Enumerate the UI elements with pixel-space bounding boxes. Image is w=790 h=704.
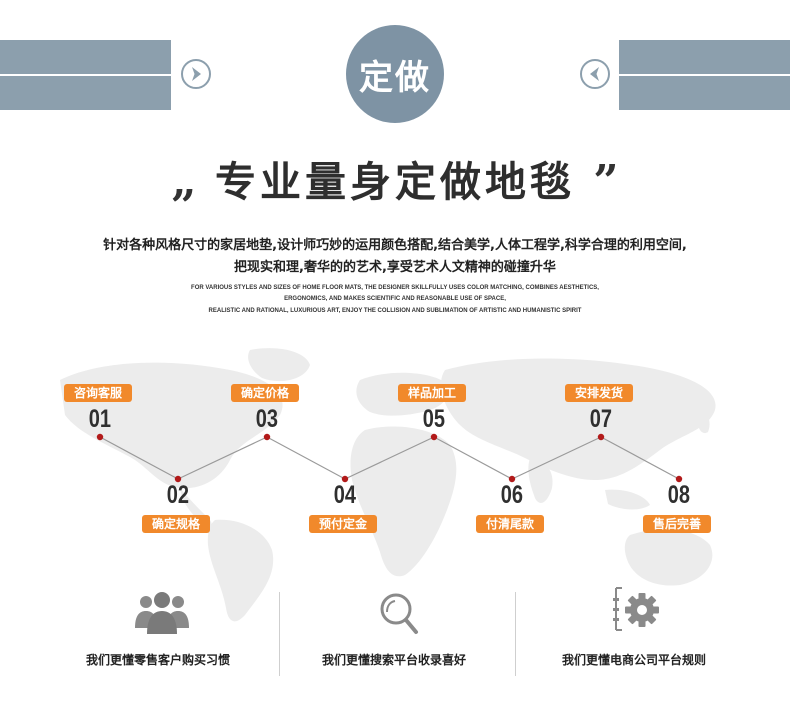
step-5-label: 样品加工 <box>398 384 467 402</box>
process-nodes <box>96 433 683 483</box>
gear-icon <box>613 587 659 631</box>
page-title: „ 专业量身定做地毯 ” <box>0 148 790 208</box>
step-2-number: 02 <box>166 481 190 509</box>
step-6-label: 付清尾款 <box>476 515 545 533</box>
description-cn-line-1: 针对各种风格尺寸的家居地垫,设计师巧妙的运用颜色搭配,结合美学,人体工程学,科学… <box>103 238 687 253</box>
step-3-number: 03 <box>255 405 279 433</box>
step-5-number: 05 <box>422 405 446 433</box>
process-connector-line <box>99 436 680 480</box>
process-node-2 <box>174 475 182 483</box>
description-en-line-1: FOR VARIOUS STYLES AND SIZES OF HOME FLO… <box>191 285 599 291</box>
page-title-text: 专业量身定做地毯 <box>215 158 575 206</box>
feature-3-label: 我们更懂电商公司平台规则 <box>562 653 707 667</box>
arrow-right-button[interactable] <box>181 59 211 89</box>
header-badge: 定做 <box>346 25 444 123</box>
feature-1-label: 我们更懂零售客户购买习惯 <box>86 653 231 667</box>
feature-divider-2 <box>515 592 516 676</box>
step-8-label: 售后完善 <box>643 515 712 533</box>
process-node-8 <box>675 475 683 483</box>
process-node-7 <box>597 433 605 441</box>
description-en-line-2: ERGONOMICS, AND MAKES SCIENTIFIC AND REA… <box>284 296 506 302</box>
arrow-left-button[interactable] <box>580 59 610 89</box>
process-node-5 <box>430 433 438 441</box>
process-node-4 <box>341 475 349 483</box>
process-node-6 <box>508 475 516 483</box>
header-bar-right-line <box>619 74 790 76</box>
step-1-number: 01 <box>88 405 112 433</box>
chevron-left-icon <box>590 67 599 81</box>
description-cn-line-2: 把现实和理,奢华的的艺术,享受艺术人文精神的碰撞升华 <box>234 260 556 275</box>
step-8-number: 08 <box>667 481 691 509</box>
header-bar-left-line <box>0 74 171 76</box>
feature-divider-1 <box>279 592 280 676</box>
chevron-right-icon <box>192 67 201 81</box>
step-6-number: 06 <box>500 481 524 509</box>
step-4-label: 预付定金 <box>309 515 378 533</box>
feature-2-label: 我们更懂搜索平台收录喜好 <box>322 653 467 667</box>
people-icon <box>135 592 189 634</box>
process-node-3 <box>263 433 271 441</box>
step-7-label: 安排发货 <box>565 384 634 402</box>
left-quote: „ <box>171 156 197 207</box>
step-4-number: 04 <box>333 481 357 509</box>
step-3-label: 确定价格 <box>231 384 300 402</box>
step-2-label: 确定规格 <box>142 515 211 533</box>
step-1-label: 咨询客服 <box>64 384 133 402</box>
step-7-number: 07 <box>589 405 613 433</box>
process-node-1 <box>96 433 104 441</box>
right-quote: ” <box>593 156 619 207</box>
search-icon <box>380 593 418 634</box>
description-en-line-3: REALISTIC AND RATIONAL, LUXURIOUS ART, E… <box>208 308 582 314</box>
